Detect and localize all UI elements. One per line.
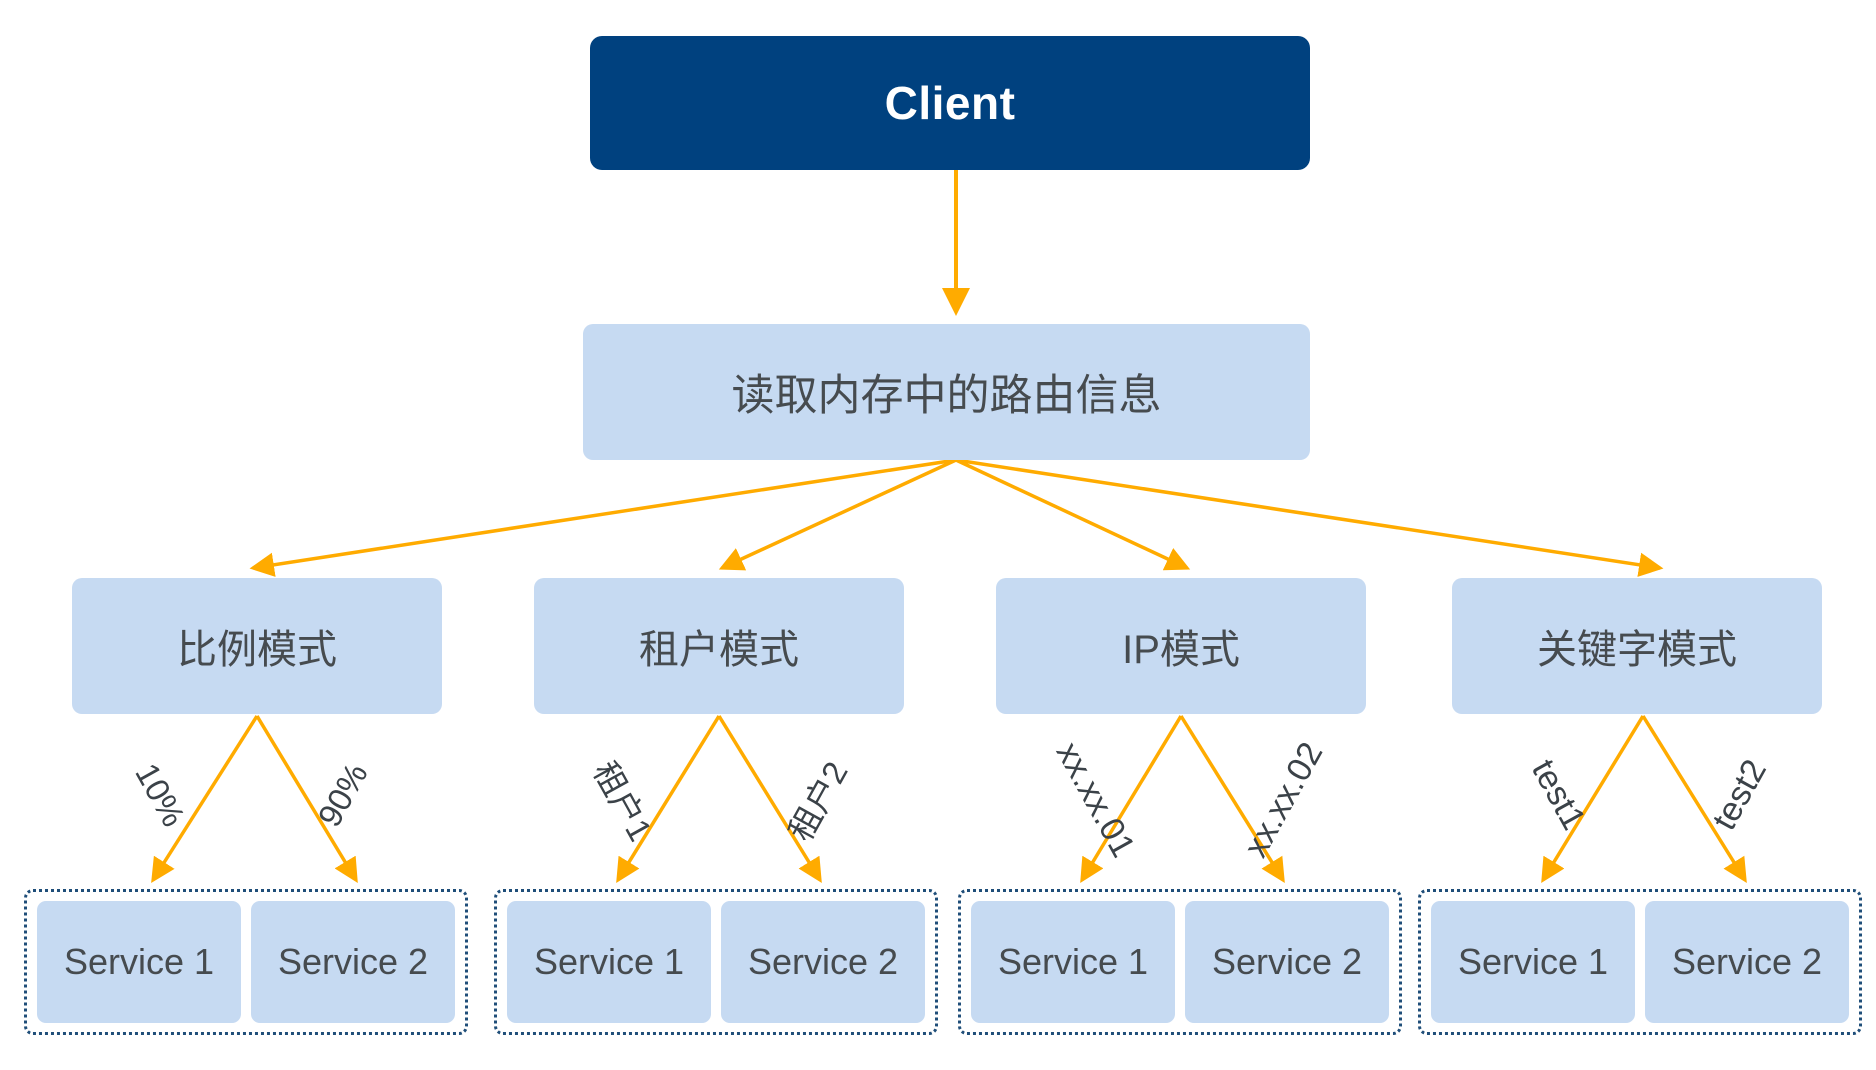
service-group-tenant: Service 1 Service 2: [494, 889, 938, 1035]
edge-label-keyword-left: test1: [1523, 753, 1593, 837]
service-node[interactable]: Service 2: [251, 901, 455, 1023]
edge-label-ratio-right: 90%: [310, 756, 375, 833]
edge-label-ip-left: xx.xx.01: [1048, 736, 1143, 864]
service-node[interactable]: Service 1: [507, 901, 711, 1023]
mode-node-tenant[interactable]: 租户模式: [534, 578, 904, 714]
service-group-keyword: Service 1 Service 2: [1418, 889, 1862, 1035]
edge-route-to-mode-3: [955, 458, 1664, 577]
service-node[interactable]: Service 2: [721, 901, 925, 1023]
edge-label-keyword-right: test2: [1705, 753, 1775, 837]
service-group-ratio: Service 1 Service 2: [24, 889, 468, 1035]
edge-label-tenant-left: 租户1: [586, 755, 660, 848]
client-node[interactable]: Client: [590, 36, 1310, 170]
service-node[interactable]: Service 1: [971, 901, 1175, 1023]
edge-label-ratio-left: 10%: [128, 756, 193, 833]
mode-node-ratio[interactable]: 比例模式: [72, 578, 442, 714]
mode-node-ip[interactable]: IP模式: [996, 578, 1366, 714]
service-group-ip: Service 1 Service 2: [958, 889, 1402, 1035]
service-node[interactable]: Service 2: [1645, 901, 1849, 1023]
edge-label-ip-right: xx.xx.02: [1236, 736, 1331, 864]
edge-route-to-mode-1: [718, 458, 957, 571]
edge-route-to-mode-2: [955, 458, 1191, 571]
edge-label-tenant-right: 租户2: [781, 755, 855, 848]
edge-route-to-mode-0: [249, 458, 957, 577]
service-node[interactable]: Service 1: [37, 901, 241, 1023]
service-node[interactable]: Service 2: [1185, 901, 1389, 1023]
service-node[interactable]: Service 1: [1431, 901, 1635, 1023]
mode-node-keyword[interactable]: 关键字模式: [1452, 578, 1822, 714]
route-info-node[interactable]: 读取内存中的路由信息: [583, 324, 1310, 460]
